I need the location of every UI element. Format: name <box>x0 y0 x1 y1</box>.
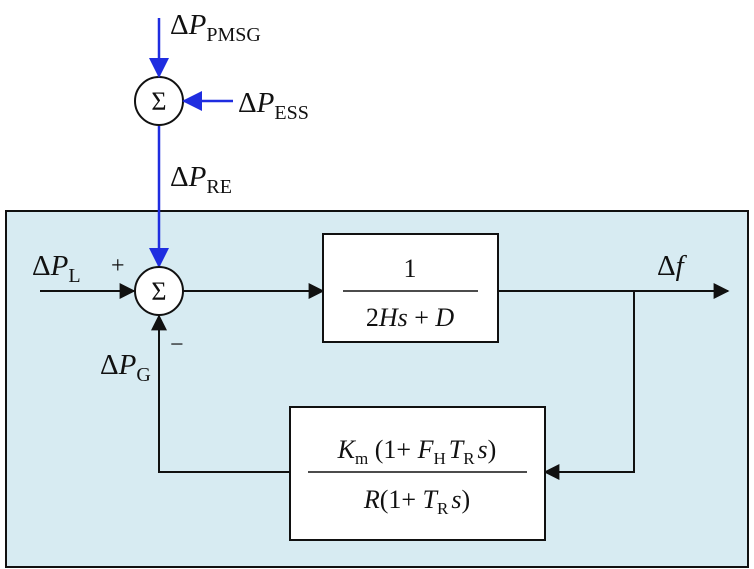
top-summing-junction: Σ <box>134 76 184 126</box>
main-summing-junction: Σ <box>134 266 184 316</box>
label-delta-p-pmsg: ΔPPMSG <box>170 9 261 46</box>
plant-transfer-block: 1 2Hs + D <box>322 233 499 343</box>
plus-sign: + <box>111 253 125 279</box>
feedback-path <box>543 291 635 480</box>
svg-text:1: 1 <box>404 254 417 283</box>
svg-text:Σ: Σ <box>151 87 166 116</box>
minus-sign: − <box>170 332 184 358</box>
svg-text:2Hs + D: 2Hs + D <box>366 303 455 332</box>
svg-text:R(1+ TRs): R(1+ TRs) <box>363 485 470 518</box>
label-delta-f: Δf <box>657 250 688 282</box>
label-delta-p-ess: ΔPESS <box>238 87 309 124</box>
label-delta-p-l: ΔPL <box>32 250 81 287</box>
label-delta-p-re: ΔPRE <box>170 161 232 198</box>
label-delta-p-g: ΔPG <box>100 349 151 386</box>
svg-text:Σ: Σ <box>151 277 166 306</box>
generation-feedback-arrow <box>151 314 290 473</box>
